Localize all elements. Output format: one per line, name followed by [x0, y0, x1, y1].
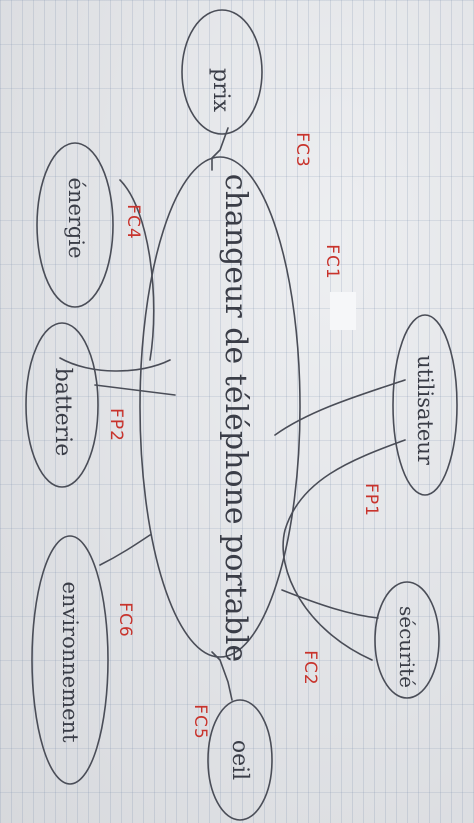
node-environnement-label: environnement [58, 582, 82, 744]
node-environnement-ellipse [31, 535, 109, 785]
link-utilisateur-1 [274, 379, 406, 436]
center-label: changeur de téléphone portable [218, 174, 253, 662]
node-utilisateur-label: utilisateur [413, 355, 437, 466]
node-oeil-label: oeil [227, 740, 252, 780]
node-batterie-ellipse [25, 322, 99, 488]
function-label-fc4: FC4 [123, 204, 143, 239]
node-energie-ellipse [36, 142, 114, 308]
link-batterie-2 [94, 384, 176, 396]
link-securite [281, 589, 379, 619]
node-energie-label: énergie [64, 177, 88, 258]
center-ellipse [139, 156, 301, 658]
function-label-fp2: FP2 [106, 408, 126, 442]
node-utilisateur-ellipse [392, 314, 458, 496]
link-prix [211, 127, 229, 171]
link-energie [119, 179, 155, 361]
node-oeil-ellipse [207, 699, 273, 821]
function-label-fc5: FC5 [190, 704, 210, 739]
node-prix-label: prix [208, 68, 233, 113]
link-environnement [99, 534, 151, 566]
correction-tape [330, 292, 356, 330]
node-prix-ellipse [181, 9, 263, 135]
function-label-fc3: FC3 [292, 132, 312, 167]
function-label-fc6: FC6 [115, 602, 135, 637]
node-securite-label: sécurité [395, 606, 419, 688]
link-oeil [211, 651, 233, 701]
function-label-fp1: FP1 [361, 483, 381, 517]
link-batterie [59, 357, 171, 372]
node-batterie-label: batterie [50, 368, 75, 456]
link-utilisateur-2 [282, 439, 406, 661]
function-label-fc1: FC1 [322, 244, 342, 279]
function-label-fc2: FC2 [300, 650, 320, 685]
node-securite-ellipse [374, 581, 440, 699]
